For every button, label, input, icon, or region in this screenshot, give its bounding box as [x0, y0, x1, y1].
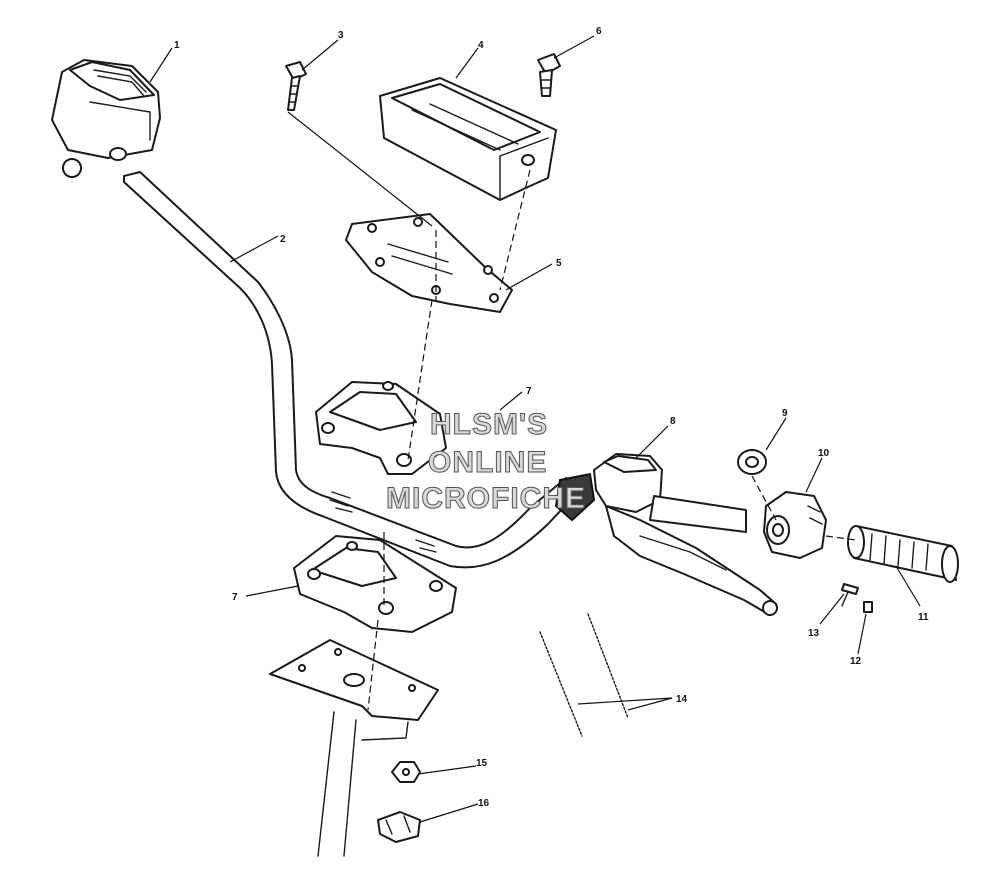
hand-grip-part-11: [847, 525, 959, 583]
callout-labels: 1 2 3 4 6 5 7 7 8 9 10 11 12 13 14 15 16: [174, 26, 929, 809]
callout-13: 13: [808, 628, 820, 639]
callout-16: 16: [478, 798, 490, 809]
watermark-line-1: HLSM'S: [430, 408, 548, 441]
callout-2: 2: [280, 234, 286, 245]
alignment-lines: [287, 111, 857, 711]
screw-part-12: [863, 601, 873, 613]
callout-11: 11: [918, 612, 929, 623]
watermark-line-3: MICROFICHE: [386, 482, 586, 515]
lower-clamp-part-7: [293, 535, 457, 633]
callout-15: 15: [476, 758, 488, 769]
callout-8a: 5: [556, 258, 562, 269]
switch-housing-part-10: [763, 491, 827, 559]
callout-7a: 7: [526, 386, 532, 397]
callout-14: 14: [676, 694, 688, 705]
screw-part-3: [285, 61, 307, 111]
collar-part-9: [737, 449, 767, 475]
upper-clamp-part-7: [315, 381, 447, 475]
throttle-housing-part-1: [51, 59, 161, 178]
mounting-plate-part-8: [345, 213, 513, 313]
brake-master-cylinder-part-8: [554, 453, 778, 616]
callout-7b: 7: [232, 592, 238, 603]
clip-part-16: [377, 811, 421, 843]
leader-lines: [149, 35, 921, 823]
callout-4: 4: [478, 40, 484, 51]
handlebar-cover-part-4: [379, 77, 557, 201]
callout-3: 3: [338, 30, 344, 41]
callout-1: 1: [174, 40, 180, 51]
steering-post: [317, 711, 409, 857]
callout-9: 9: [782, 408, 788, 419]
nut-part-15: [391, 761, 421, 783]
callout-10: 10: [818, 448, 830, 459]
watermark-line-2: ONLINE: [428, 446, 547, 479]
bolt-part-6: [537, 53, 561, 97]
callout-6: 6: [596, 26, 602, 37]
callout-12: 12: [850, 656, 862, 667]
screw-part-13: [841, 583, 859, 607]
watermark: HLSM'S ONLINE MICROFICHE: [386, 408, 586, 516]
callout-8: 8: [670, 416, 676, 427]
base-plate: [269, 639, 439, 721]
cable-tie-part-14: [539, 613, 629, 737]
